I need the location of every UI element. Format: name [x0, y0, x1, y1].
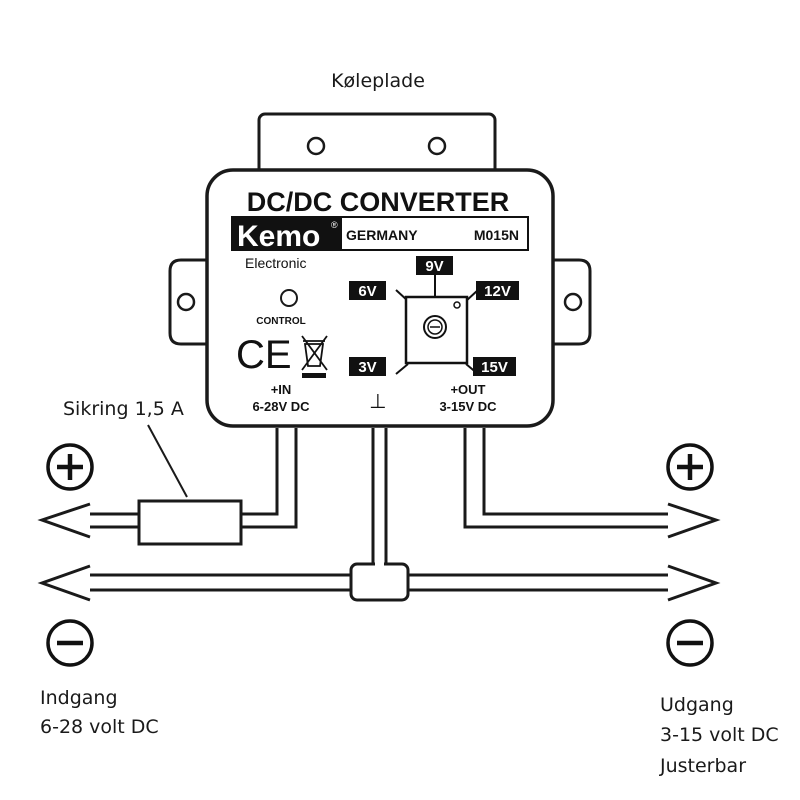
input-caption-line1: Indgang: [40, 687, 118, 709]
control-led: [280, 289, 298, 307]
input-range-label: 6-28V DC: [252, 399, 310, 414]
svg-text:6V: 6V: [358, 283, 376, 300]
heatsink-label: Køleplade: [331, 70, 425, 92]
arrowheads: [37, 502, 721, 602]
registered-mark: ®: [331, 220, 338, 230]
control-label: CONTROL: [256, 316, 305, 327]
fuse-leader-line: [147, 424, 188, 498]
kemo-logo-box: [232, 217, 342, 250]
input-terminal-label: +IN: [271, 382, 292, 397]
ground-symbol: ⊥: [369, 389, 386, 413]
voltage-tag-15v: 15V: [473, 357, 516, 376]
mounting-tab-right: [553, 258, 592, 346]
heatsink: [257, 112, 497, 186]
output-caption-line3: Justerbar: [659, 755, 746, 777]
fuse-label: Sikring 1,5 A: [63, 398, 184, 420]
output-plus-icon: [666, 443, 714, 491]
mounting-tab-left: [168, 258, 207, 346]
ce-mark: CE: [236, 333, 292, 377]
output-negative-arrow-icon: [667, 564, 721, 602]
voltage-tag-9v: 9V: [416, 256, 453, 275]
svg-text:9V: 9V: [425, 258, 443, 275]
svg-text:15V: 15V: [481, 359, 508, 376]
svg-text:3V: 3V: [358, 359, 376, 376]
voltage-tag-3v: 3V: [349, 357, 386, 376]
kemo-electronic-label: Electronic: [245, 255, 306, 271]
heatsink-hole-right: [427, 136, 447, 156]
output-caption-line2: 3-15 volt DC: [660, 724, 779, 746]
output-range-label: 3-15V DC: [439, 399, 497, 414]
module-title: DC/DC CONVERTER: [247, 187, 510, 217]
input-minus-icon: [46, 619, 94, 667]
model-label: M015N: [474, 227, 519, 243]
output-minus-icon: [666, 619, 714, 667]
input-negative-arrow-icon: [37, 564, 91, 602]
weee-bin-icon: [301, 335, 328, 378]
output-terminal-label: +OUT: [450, 382, 485, 397]
brand-bar: Kemo ® GERMANY M015N: [231, 216, 529, 253]
output-caption-line1: Udgang: [660, 694, 734, 716]
voltage-tag-12v: 12V: [476, 281, 519, 300]
input-caption-line2: 6-28 volt DC: [40, 716, 159, 738]
output-positive-wire: [463, 428, 670, 529]
country-label: GERMANY: [346, 227, 418, 243]
kemo-logo: Kemo: [237, 220, 320, 253]
input-positive-arrow-icon: [37, 502, 91, 539]
fuse: [137, 499, 243, 546]
voltage-tag-6v: 6V: [349, 281, 386, 300]
input-plus-icon: [46, 443, 94, 491]
svg-text:12V: 12V: [484, 283, 511, 300]
output-positive-arrow-icon: [667, 502, 721, 539]
voltage-potentiometer: [395, 274, 479, 375]
ground-junction: [349, 562, 410, 602]
heatsink-hole-left: [306, 136, 326, 156]
